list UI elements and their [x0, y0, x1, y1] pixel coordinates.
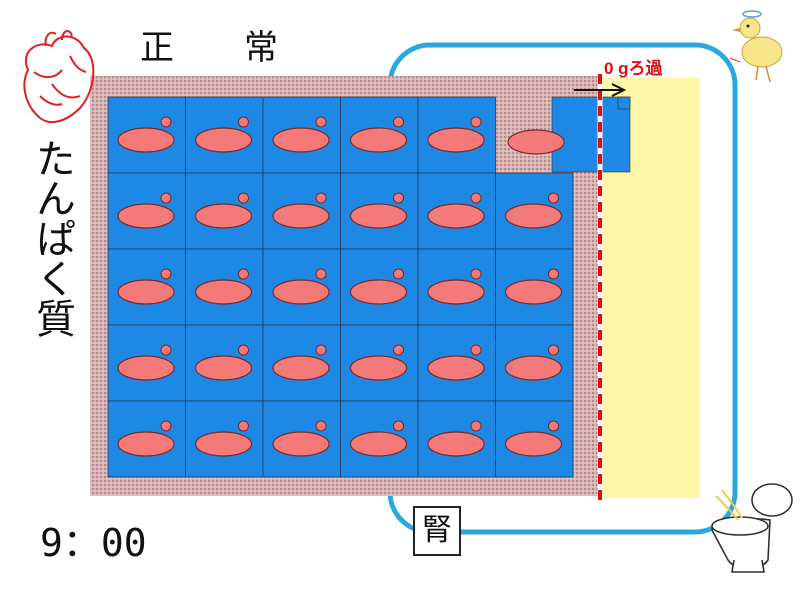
- protein-block: [340, 324, 419, 402]
- protein-block: [185, 172, 264, 250]
- protein-block: [340, 96, 419, 174]
- protein-block: [495, 172, 574, 250]
- kidney-label: 腎: [413, 506, 461, 556]
- protein-block: [107, 400, 186, 478]
- chick-icon: [729, 10, 783, 83]
- protein-block: [185, 96, 264, 174]
- arrow-right-icon: [574, 83, 627, 97]
- protein-block: [185, 400, 264, 478]
- protein-block: [417, 400, 496, 478]
- protein-block: [417, 172, 496, 250]
- protein-block: [495, 400, 574, 478]
- protein-block: [262, 248, 341, 326]
- protein-block: [185, 324, 264, 402]
- protein-block: [107, 96, 186, 174]
- filtration-label: 0 gろ過: [604, 59, 663, 78]
- heart-icon: [23, 30, 95, 124]
- protein-axis-label: たんぱく質: [29, 138, 75, 338]
- protein-block: [417, 324, 496, 402]
- protein-block: [185, 248, 264, 326]
- protein-block: [495, 324, 574, 402]
- protein-block: [262, 172, 341, 250]
- escaping-protein-block: [507, 96, 631, 173]
- protein-block: [107, 172, 186, 250]
- protein-block: [340, 248, 419, 326]
- protein-block: [340, 400, 419, 478]
- time-readout: 9：00: [40, 521, 147, 565]
- protein-block: [495, 248, 574, 326]
- protein-block: [262, 96, 341, 174]
- protein-block: [262, 400, 341, 478]
- protein-block: [340, 172, 419, 250]
- page-title: 正 常: [140, 28, 296, 68]
- protein-block: [107, 324, 186, 402]
- protein-grid: [107, 96, 574, 478]
- protein-block: [107, 248, 186, 326]
- toilet-icon: [711, 483, 793, 573]
- protein-block: [417, 248, 496, 326]
- protein-block: [417, 96, 496, 174]
- protein-block: [262, 324, 341, 402]
